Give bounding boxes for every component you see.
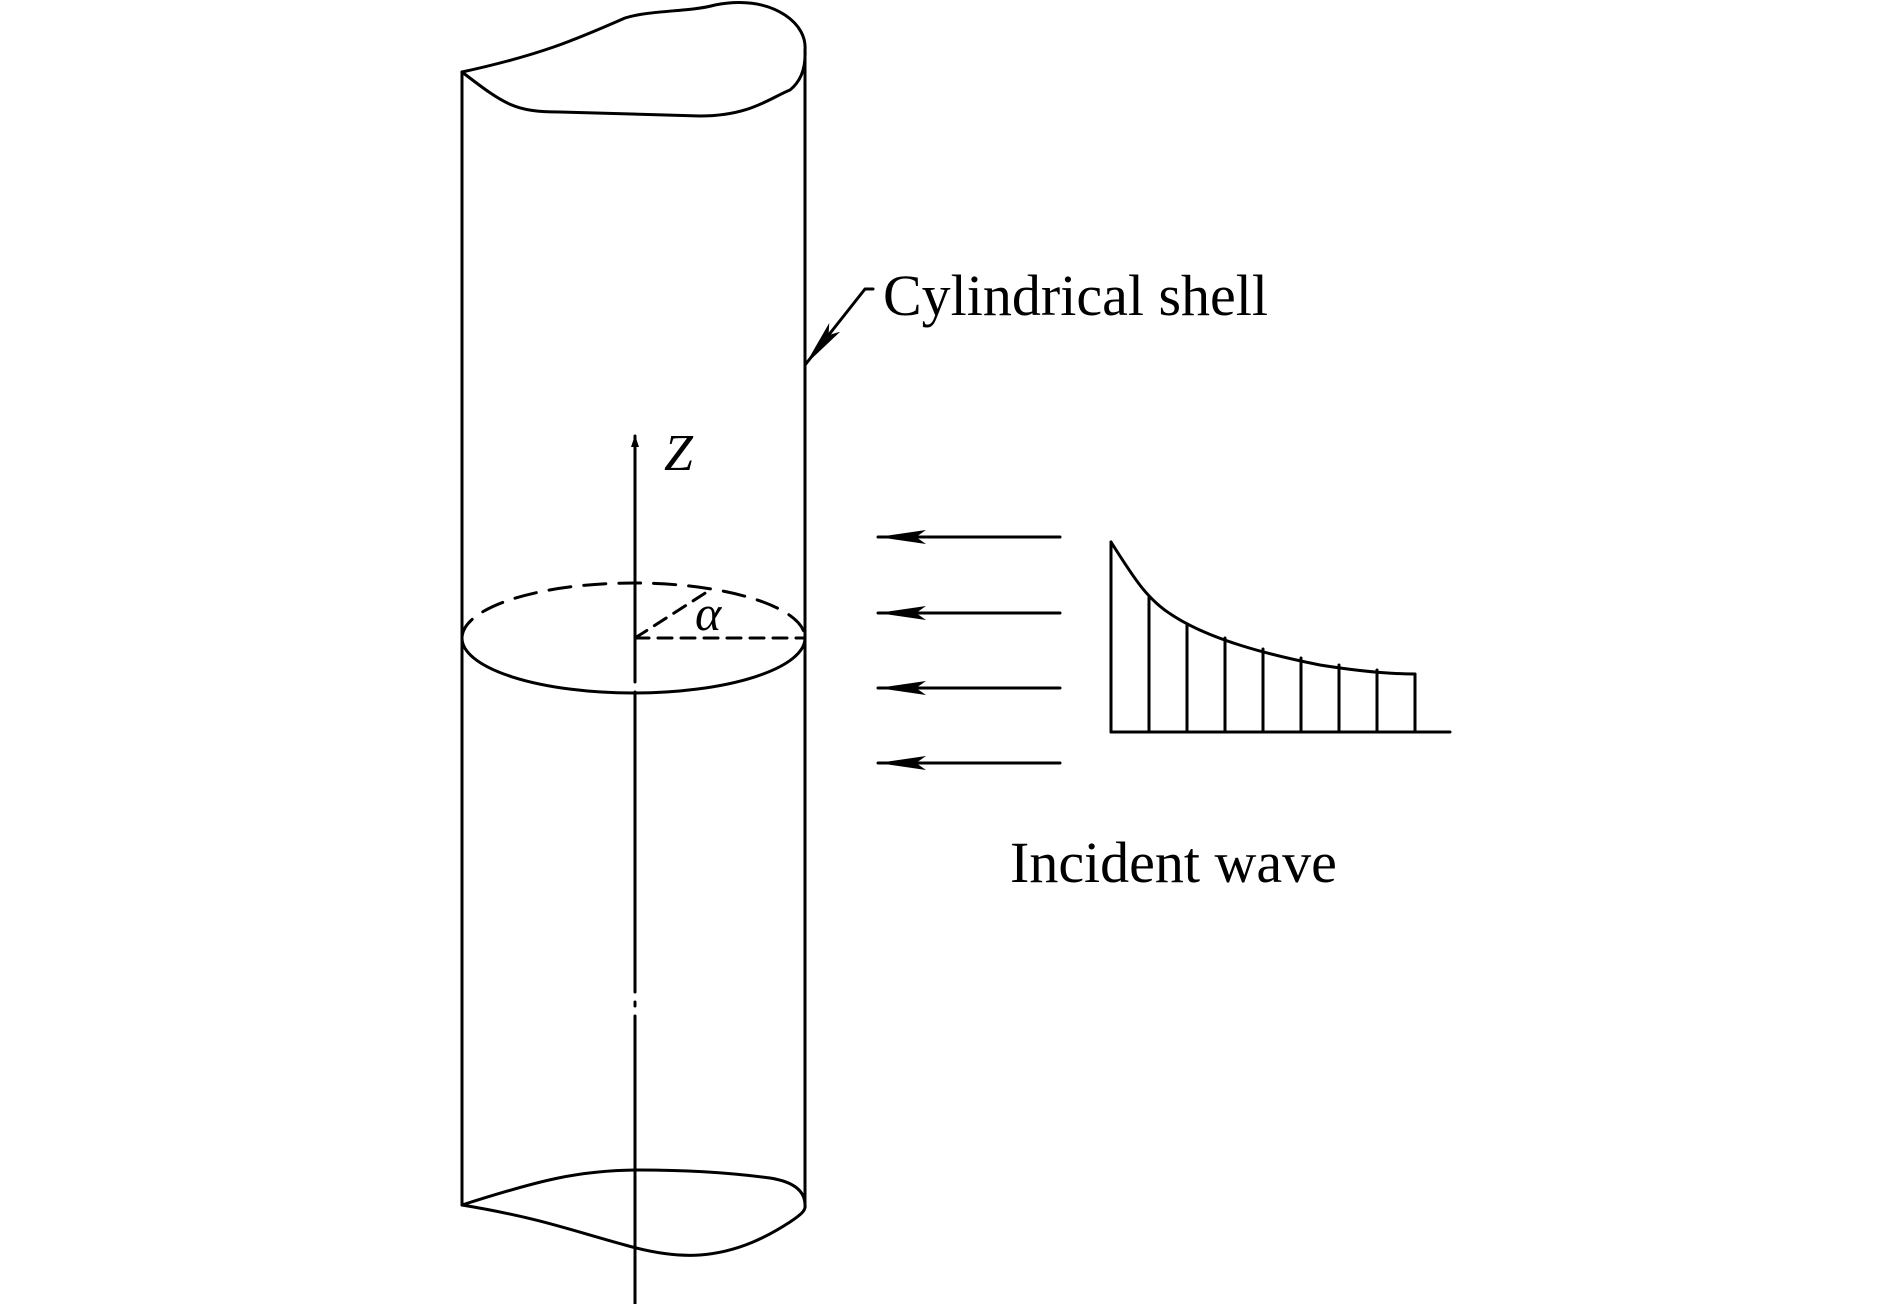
wave-profile <box>1109 540 1452 734</box>
shell-bottom-break-upper <box>460 1168 807 1207</box>
z-axis-label: Z <box>664 425 694 482</box>
angle-label: α <box>695 585 723 641</box>
shell-top-break-back <box>460 0 807 74</box>
shell-label: Cylindrical shell <box>883 263 1268 328</box>
incident-wave-label: Incident wave <box>1010 830 1337 895</box>
radius-angled <box>633 588 712 640</box>
shell-bottom-break-lower <box>460 1203 807 1257</box>
shell-top-break-front <box>460 48 807 118</box>
shell-label-leader <box>803 287 875 367</box>
